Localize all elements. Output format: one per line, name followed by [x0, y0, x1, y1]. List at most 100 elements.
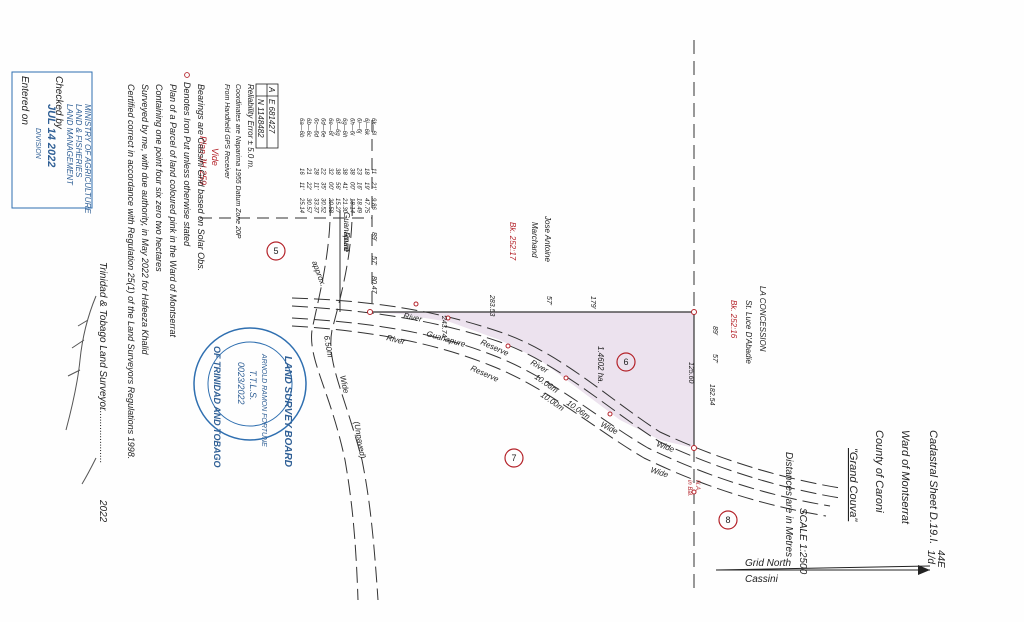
road-label: Road: [342, 232, 351, 252]
dim-57-top: 57': [711, 354, 718, 364]
bearing-dist: 30.52: [320, 198, 326, 214]
handheld-note: From Handheld GPS Receiver: [223, 84, 230, 179]
board-number: 0023/2022: [236, 362, 246, 405]
iron-put-legend-icon: [184, 72, 190, 78]
dim-18254: 182.54: [708, 384, 715, 406]
surveyor-label: Trinidad & Tobago Land Surveyor: [97, 262, 108, 411]
bearing-dist: 20.58: [327, 197, 333, 214]
bearing-deg: 38: [348, 168, 354, 175]
distances-label: Distances are in Metres: [783, 452, 794, 557]
bearing-min: 35': [320, 182, 326, 191]
board-outer-bottom-text: OF TRINIDAD AND TOBAGO: [212, 346, 222, 468]
bearing-deg: 28: [312, 167, 318, 175]
lot-5-circle: [266, 241, 286, 261]
bearing-min: 16': [356, 182, 362, 191]
width-650-label: 6.50m: [322, 335, 335, 359]
land-survey-board-stamp: LAND SURVEY BOARD OF TRINIDAD AND TOBAGO…: [193, 327, 307, 468]
bearing-deg: 18: [363, 168, 369, 175]
bearing-min: 22': [305, 181, 311, 191]
ministry-line3: LAND MANAGEMENT: [65, 104, 74, 186]
lot-7-circle: [504, 448, 524, 468]
width-1000-label: 10.00m: [539, 390, 566, 413]
bearing-stn: 6f—6g: [334, 118, 340, 136]
bearing-dist: 15.27: [334, 198, 340, 214]
bearing-min: 41': [341, 182, 347, 191]
lot-5-label: 5: [273, 246, 278, 256]
dim-12560: 125.60: [687, 362, 694, 384]
bearing-stn: 6g—6h: [341, 118, 347, 138]
surveyor-dots: ....................: [97, 408, 108, 464]
certified-note: Certified correct in accordance with Reg…: [126, 84, 136, 459]
checked-by-label: Checked by: [53, 76, 64, 130]
bearing-deg: 16: [298, 168, 304, 175]
bearing-min: 11': [298, 182, 304, 190]
board-outer-text: LAND SURVEY BOARD: [282, 356, 293, 467]
bearing-dist: 47.75: [363, 198, 369, 214]
year-label: 2022: [97, 499, 108, 523]
bearing-dist: 25.14: [298, 197, 304, 214]
dim-179: 179': [589, 296, 596, 310]
containing-note: Containing one point four six zero two h…: [154, 84, 164, 272]
na-label: N.A.: [694, 480, 700, 492]
bearing-stn: 6c—6d: [312, 118, 318, 138]
bearing-dist: 30.57: [305, 198, 311, 214]
bearing-stn: 6e—6f: [327, 118, 333, 137]
river-reserve-lines: [291, 297, 841, 517]
sheet-fraction-top: 44E: [935, 550, 946, 568]
ministry-stamp: MINISTRY OF AGRICULTURE LAND & FISHERIES…: [11, 71, 93, 214]
bk-north-label: Bk. 252:16: [729, 300, 738, 339]
width-1006-label-2: 10.06m: [565, 398, 592, 421]
wide-road-label: Wide: [338, 375, 351, 395]
bearing-deg: 22: [320, 167, 326, 175]
dim-89-west: 89': [370, 232, 377, 242]
lot-7-label: 7: [511, 453, 516, 463]
entered-on-label: Entered on: [19, 76, 30, 125]
board-ttls: T.T.L.S.: [248, 370, 258, 400]
county-label: County of Caroni: [873, 430, 885, 513]
vide-plan: Plan JH.259: [198, 136, 208, 185]
place-label: "Grand Couva": [847, 448, 859, 522]
river-label-1: River: [403, 311, 423, 324]
lot-8-circle: [718, 510, 738, 530]
bearing-dist: 18.14: [348, 198, 354, 214]
sheet-fraction-bottom: 1/d: [925, 550, 936, 564]
coord-a-label: A: [267, 86, 276, 92]
bearing-min: 00': [327, 182, 333, 191]
cassini-label: Cassini: [745, 574, 779, 585]
bearing-min: 21': [370, 181, 376, 191]
ministry-line2: LAND & FISHERIES: [74, 104, 83, 178]
board-name: ARNOLD RAMON FORTUNE: [260, 353, 267, 447]
coord-e: E 681427: [267, 99, 276, 134]
area-label: 1.4602 ha.: [596, 346, 605, 384]
date-signature: [81, 457, 97, 485]
bearing-dist: 21.30: [341, 197, 347, 214]
river-label-3: River: [386, 333, 407, 346]
approx-label: approx.: [310, 260, 328, 288]
plan-of-note: Plan of a Parcel of land coloured pink i…: [168, 84, 178, 337]
bearing-deg: 38: [341, 168, 347, 175]
bearing-stn: 6a—6b: [298, 118, 304, 138]
bearing-stn: 6k—6l: [370, 118, 376, 136]
bearing-deg: 23: [356, 167, 362, 175]
bearing-deg: 32: [327, 168, 333, 175]
scale-label: SCALE 1:2500: [797, 508, 808, 575]
dim-243: 243.74: [440, 315, 447, 338]
lot-8-label: 8: [725, 515, 730, 525]
bk-west-label: Bk. 252:17: [508, 222, 517, 261]
ministry-date: JUL 14 2022: [45, 104, 57, 167]
bearing-stn: 6i—6j: [356, 118, 362, 134]
surveyor-signature: [65, 295, 97, 431]
cadastral-sheet: Cadastral Sheet D.19.I.: [927, 430, 939, 544]
in-bal-label: in Bal.: [686, 480, 692, 497]
jose-line2: Marchand: [530, 222, 539, 258]
coords-box: A E 681427 N 1148482: [255, 83, 279, 149]
coords-note: Coordinates are Naparima 1955 Datum Zone…: [234, 84, 241, 239]
reserve-label-2: Reserve: [469, 364, 500, 385]
bearing-stn: 6b—6c: [305, 118, 311, 137]
unpaved-label: (Unpaved): [352, 421, 367, 460]
dim-57-west: 57': [370, 256, 377, 266]
bearing-min: 00': [348, 182, 354, 191]
vide-label: Vide: [210, 148, 220, 166]
bearing-stn: 6j—6k: [363, 118, 369, 136]
